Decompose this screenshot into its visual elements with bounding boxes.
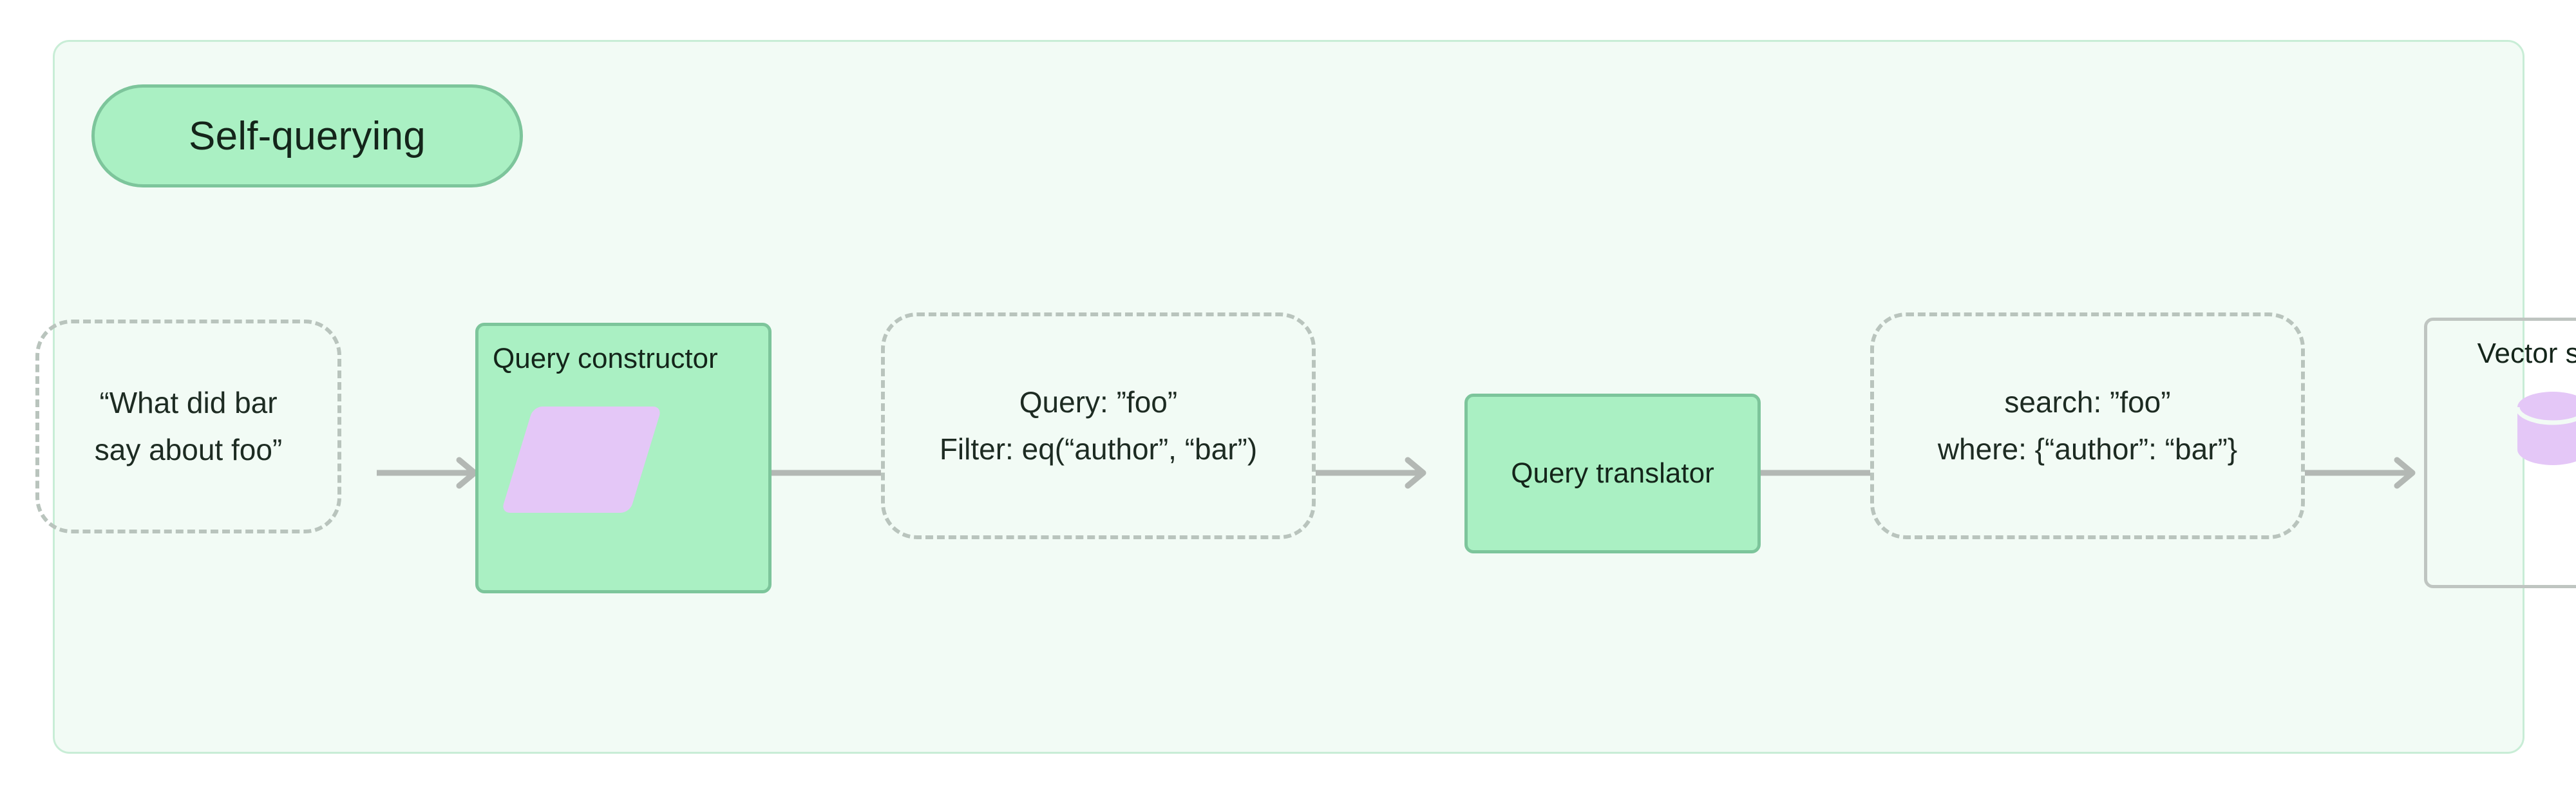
node-vector-store[interactable]: Vector store	[2424, 318, 2576, 588]
node-translated-query-text: search: ”foo” where: {“author”: “bar”}	[1937, 385, 2238, 466]
node-query-constructor-label: Query constructor	[493, 343, 718, 374]
edge-query-translator-to-translated-query	[1761, 470, 1870, 476]
edge-user-question-to-query-constructor	[377, 457, 478, 489]
subgraph-title-label: Self-querying	[189, 113, 426, 158]
node-query-constructor[interactable]: Query constructor	[475, 323, 772, 593]
node-user-question-text: “What did bar say about foo”	[94, 386, 283, 466]
node-vector-store-label: Vector store	[2477, 338, 2576, 369]
node-query-translator-label: Query translator	[1511, 457, 1714, 489]
edge-query-constructor-to-structured-query	[772, 470, 881, 476]
subgraph-title-badge: Self-querying	[91, 84, 523, 187]
database-cylinder-icon	[2515, 392, 2576, 465]
node-translated-query[interactable]: search: ”foo” where: {“author”: “bar”}	[1870, 312, 2305, 539]
node-user-question[interactable]: “What did bar say about foo”	[35, 320, 341, 533]
edge-translated-query-to-vector-store	[2305, 457, 2416, 489]
parallelogram-icon	[500, 407, 663, 513]
node-query-translator[interactable]: Query translator	[1464, 394, 1761, 553]
flow-row: “What did bar say about foo” Query const…	[35, 42, 2576, 752]
edge-structured-query-to-query-translator	[1316, 457, 1426, 489]
node-structured-query[interactable]: Query: ”foo” Filter: eq(“author”, “bar”)	[881, 312, 1316, 539]
self-querying-subgraph-container: Self-querying “What did bar say about fo…	[35, 40, 2576, 754]
node-structured-query-text: Query: ”foo” Filter: eq(“author”, “bar”)	[939, 385, 1258, 466]
